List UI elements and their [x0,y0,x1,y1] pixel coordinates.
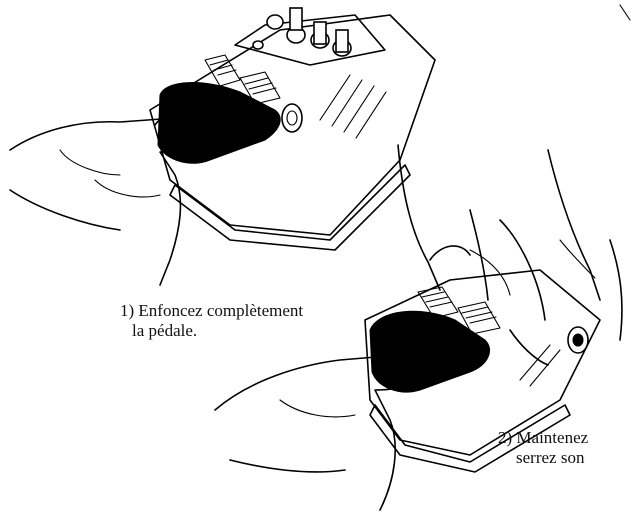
pedal-unit-bottom [214,144,623,511]
pedal-ridges-bottom [417,286,501,335]
pedal-unit-top [9,7,436,286]
input-jack-top [281,103,303,133]
caption-step-1-line-1: 1) Enfoncez complètement [120,301,304,320]
caption-step-1-line-2: la pédale. [132,321,198,340]
hand-bottom-lower [214,353,424,511]
knob-group-top [252,7,352,57]
hand-bottom-upper [397,144,623,366]
caption-step-1: 1) Enfoncez complètement la pédale. [120,301,303,341]
caption-step-2: 2) Maintenez serrez son [498,428,588,468]
caption-step-2-line-2: serrez son [516,448,585,467]
hand-top [9,111,207,286]
caption-step-2-line-1: 2) Maintenez [498,428,589,447]
corner-mark [619,4,631,21]
pedal-ridges-top [204,54,281,105]
